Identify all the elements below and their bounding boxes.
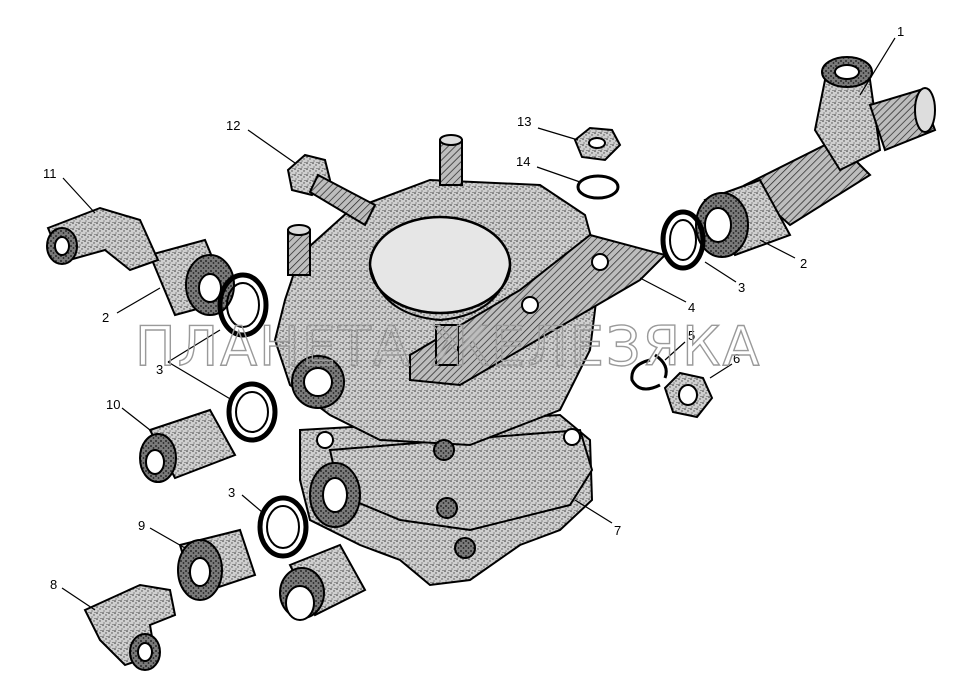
union-right: [695, 178, 792, 258]
leader-lines: [61, 37, 896, 611]
sealing-washers: [217, 209, 706, 559]
callout-5: 5: [688, 328, 695, 343]
reducer-bushing: [177, 528, 257, 601]
callout-2-right: 2: [800, 256, 807, 271]
tee-fitting: [743, 56, 937, 227]
mounting-bracket: [409, 233, 667, 387]
callout-3-right: 3: [738, 280, 745, 295]
callout-numbers: 1 2 2 3 3 3 4 5 6 7 8 9 10 11 12 13 14: [43, 24, 904, 592]
callout-3-lower: 3: [228, 485, 235, 500]
callout-12: 12: [226, 118, 240, 133]
valve-body: [273, 134, 602, 621]
callout-14: 14: [516, 154, 530, 169]
callout-3-left: 3: [156, 362, 163, 377]
callout-1: 1: [897, 24, 904, 39]
callout-7: 7: [614, 523, 621, 538]
callout-6: 6: [733, 351, 740, 366]
straight-adapter: [139, 408, 237, 483]
hex-nut-top: [573, 126, 622, 162]
callout-9: 9: [138, 518, 145, 533]
watermark-text: ПЛАНЕТА ЖЕЛЕЗЯКА: [135, 315, 761, 378]
callout-8: 8: [50, 577, 57, 592]
callout-4: 4: [688, 300, 695, 315]
callout-10: 10: [106, 397, 120, 412]
hex-nut-side: [663, 371, 714, 419]
spring-washer-side: [630, 353, 668, 391]
callout-13: 13: [517, 114, 531, 129]
callout-2-left: 2: [102, 310, 109, 325]
spring-washer-top: [576, 174, 620, 200]
elbow-fitting-lower: [83, 583, 177, 671]
bolt: [286, 153, 377, 227]
callout-11: 11: [43, 166, 57, 181]
elbow-fitting-upper: [46, 206, 160, 272]
